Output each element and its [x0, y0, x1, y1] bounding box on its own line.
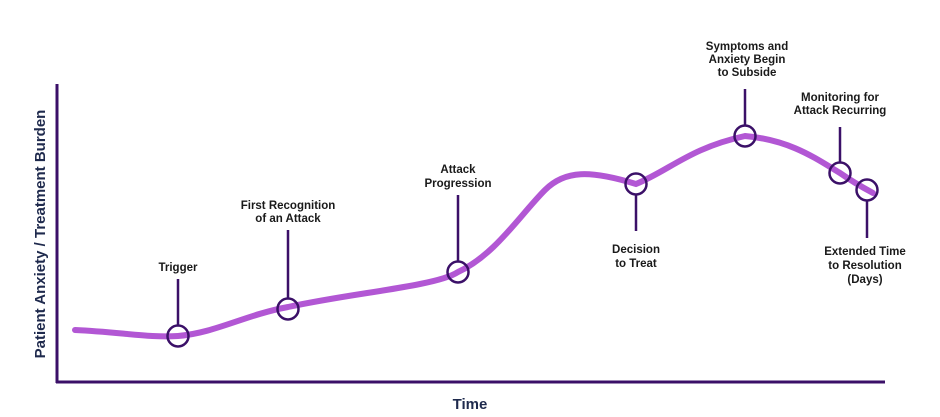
burden-curve: [72, 132, 876, 340]
milestone-marker: [828, 161, 852, 185]
milestone-marker: [733, 124, 757, 148]
milestone-label: Monitoring for: [801, 92, 879, 104]
milestone-marker: [624, 172, 648, 196]
y-axis-title: Patient Anxiety / Treatment Burden: [32, 110, 49, 359]
milestone-marker: [855, 178, 879, 202]
milestone-trigger: Trigger: [159, 262, 199, 348]
milestone-label: of an Attack: [255, 213, 321, 225]
milestone-label: to Treat: [615, 258, 657, 270]
milestone-first-recognition: First Recognition of an Attack: [241, 200, 336, 321]
milestone-symptoms-subside: Symptoms and Anxiety Begin to Subside: [706, 41, 788, 148]
milestone-label: Attack: [440, 164, 476, 176]
milestone-label: Symptoms and: [706, 41, 788, 53]
milestone-extended-resolution: Extended Time to Resolution (Days): [824, 178, 906, 286]
milestone-label: Anxiety Begin: [709, 54, 786, 66]
milestone-label: Decision: [612, 244, 660, 256]
milestone-label: Attack Recurring: [794, 105, 887, 117]
milestone-marker: [446, 260, 470, 284]
milestone-label: to Resolution: [828, 260, 901, 272]
milestone-label: First Recognition: [241, 200, 336, 212]
milestone-label: Extended Time: [824, 246, 906, 258]
milestone-attack-progression: Attack Progression: [424, 164, 492, 284]
milestone-label: Progression: [424, 178, 491, 190]
x-axis-title: Time: [453, 396, 488, 413]
milestone-marker: [166, 324, 190, 348]
milestone-label: (Days): [847, 274, 882, 286]
milestone-label: Trigger: [159, 262, 199, 274]
milestone-marker: [276, 297, 300, 321]
milestone-monitoring: Monitoring for Attack Recurring: [794, 92, 887, 185]
milestone-decision-to-treat: Decision to Treat: [612, 172, 660, 270]
milestone-label: to Subside: [718, 67, 777, 79]
